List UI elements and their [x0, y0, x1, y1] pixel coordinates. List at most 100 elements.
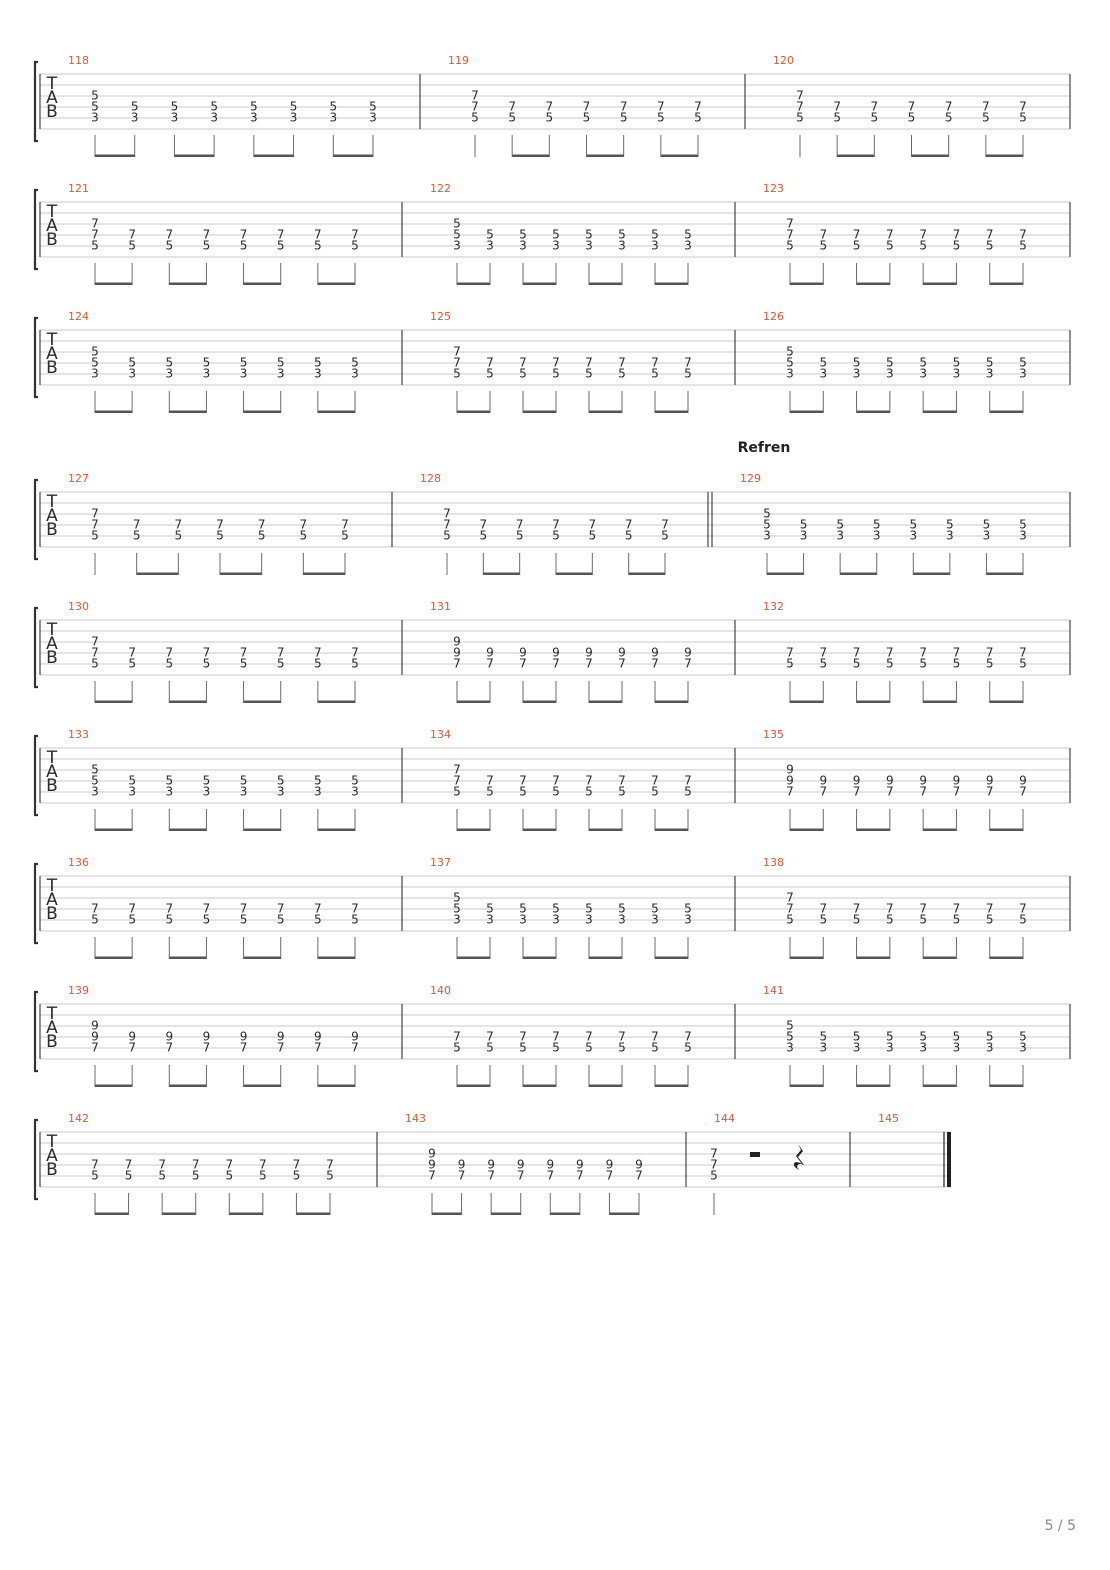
fret-number: 7: [453, 1030, 461, 1044]
fret-number: 5: [91, 345, 99, 359]
fret-number: 9: [517, 1158, 525, 1172]
measure-number: 118: [68, 54, 89, 67]
fret-number: 5: [91, 529, 99, 543]
fret-number: 7: [91, 902, 99, 916]
fret-number: 3: [873, 529, 881, 543]
fret-number: 3: [585, 913, 593, 927]
system-bracket: [33, 734, 38, 817]
fret-number: 5: [240, 356, 248, 370]
fret-number: 5: [91, 913, 99, 927]
measure-number: 119: [448, 54, 469, 67]
fret-number: 7: [91, 1158, 99, 1172]
fret-number: 7: [986, 785, 994, 799]
fret-number: 3: [786, 367, 794, 381]
fret-number: 5: [986, 1030, 994, 1044]
fret-number: 3: [800, 529, 808, 543]
beam: [243, 1084, 281, 1087]
beam: [989, 700, 1023, 703]
measure-number: 123: [763, 182, 784, 195]
fret-number: 7: [203, 228, 211, 242]
beam: [491, 1212, 521, 1215]
fret-number: 3: [919, 367, 927, 381]
fret-number: 5: [986, 657, 994, 671]
beam: [655, 956, 688, 959]
beam: [589, 828, 622, 831]
fret-number: 3: [946, 529, 954, 543]
fret-number: 7: [216, 518, 224, 532]
tab-clef-letter: B: [46, 358, 58, 378]
tab-clef-letter: T: [46, 202, 58, 222]
fret-number: 5: [175, 529, 183, 543]
beam: [989, 828, 1023, 831]
beam: [523, 828, 556, 831]
beam: [523, 700, 556, 703]
fret-number: 5: [819, 239, 827, 253]
fret-number: 7: [606, 1169, 614, 1183]
beam: [333, 154, 373, 157]
beam: [432, 1212, 462, 1215]
fret-number: 3: [240, 785, 248, 799]
tab-system: TAB1335535353535353535313477575757575757…: [33, 728, 1071, 831]
fret-number: 5: [618, 367, 626, 381]
beam: [856, 956, 890, 959]
fret-number: 5: [684, 785, 692, 799]
fret-number: 9: [919, 774, 927, 788]
fret-number: 5: [919, 1030, 927, 1044]
fret-number: 7: [453, 774, 461, 788]
beam: [243, 410, 281, 413]
fret-number: 7: [471, 89, 479, 103]
tab-clef-letter: A: [46, 634, 58, 654]
half-rest-icon: [750, 1152, 760, 1157]
beam: [767, 572, 804, 575]
fret-number: 5: [165, 239, 173, 253]
beam: [457, 1084, 490, 1087]
fret-number: 5: [351, 913, 359, 927]
beam: [790, 1084, 824, 1087]
fret-number: 9: [487, 1158, 495, 1172]
fret-number: 3: [165, 785, 173, 799]
fret-number: 3: [819, 367, 827, 381]
fret-number: 5: [986, 913, 994, 927]
fret-number: 5: [351, 239, 359, 253]
tab-clef-letter: B: [46, 102, 58, 122]
fret-number: 5: [986, 356, 994, 370]
fret-number: 7: [853, 646, 861, 660]
fret-number: 3: [618, 913, 626, 927]
fret-number: 5: [684, 902, 692, 916]
fret-number: 7: [486, 356, 494, 370]
beam: [923, 410, 957, 413]
fret-number: 5: [945, 111, 953, 125]
fret-number: 9: [986, 774, 994, 788]
fret-number: 7: [240, 228, 248, 242]
beam: [169, 282, 207, 285]
fret-number: 5: [986, 239, 994, 253]
fret-number: 5: [486, 367, 494, 381]
fret-number: 7: [453, 657, 461, 671]
fret-number: 5: [453, 367, 461, 381]
fret-number: 7: [919, 902, 927, 916]
measure-number: 140: [430, 984, 451, 997]
fret-number: 5: [871, 111, 879, 125]
fret-number: 7: [240, 646, 248, 660]
fret-number: 7: [314, 902, 322, 916]
beam: [523, 1084, 556, 1087]
fret-number: 7: [819, 228, 827, 242]
fret-number: 7: [919, 228, 927, 242]
fret-number: 5: [91, 774, 99, 788]
fret-number: 7: [428, 1169, 436, 1183]
fret-number: 5: [290, 100, 298, 114]
fret-number: 9: [786, 763, 794, 777]
fret-number: 5: [873, 518, 881, 532]
fret-number: 7: [453, 356, 461, 370]
beam: [589, 282, 622, 285]
fret-number: 5: [552, 529, 560, 543]
fret-number: 5: [546, 111, 554, 125]
fret-number: 9: [91, 1030, 99, 1044]
fret-number: 7: [986, 228, 994, 242]
fret-number: 5: [710, 1169, 718, 1183]
fret-number: 5: [171, 100, 179, 114]
tab-system: TAB1367575757575757575137553535353535353…: [33, 856, 1071, 959]
fret-number: 7: [277, 902, 285, 916]
fret-number: 5: [853, 356, 861, 370]
fret-number: 5: [657, 111, 665, 125]
